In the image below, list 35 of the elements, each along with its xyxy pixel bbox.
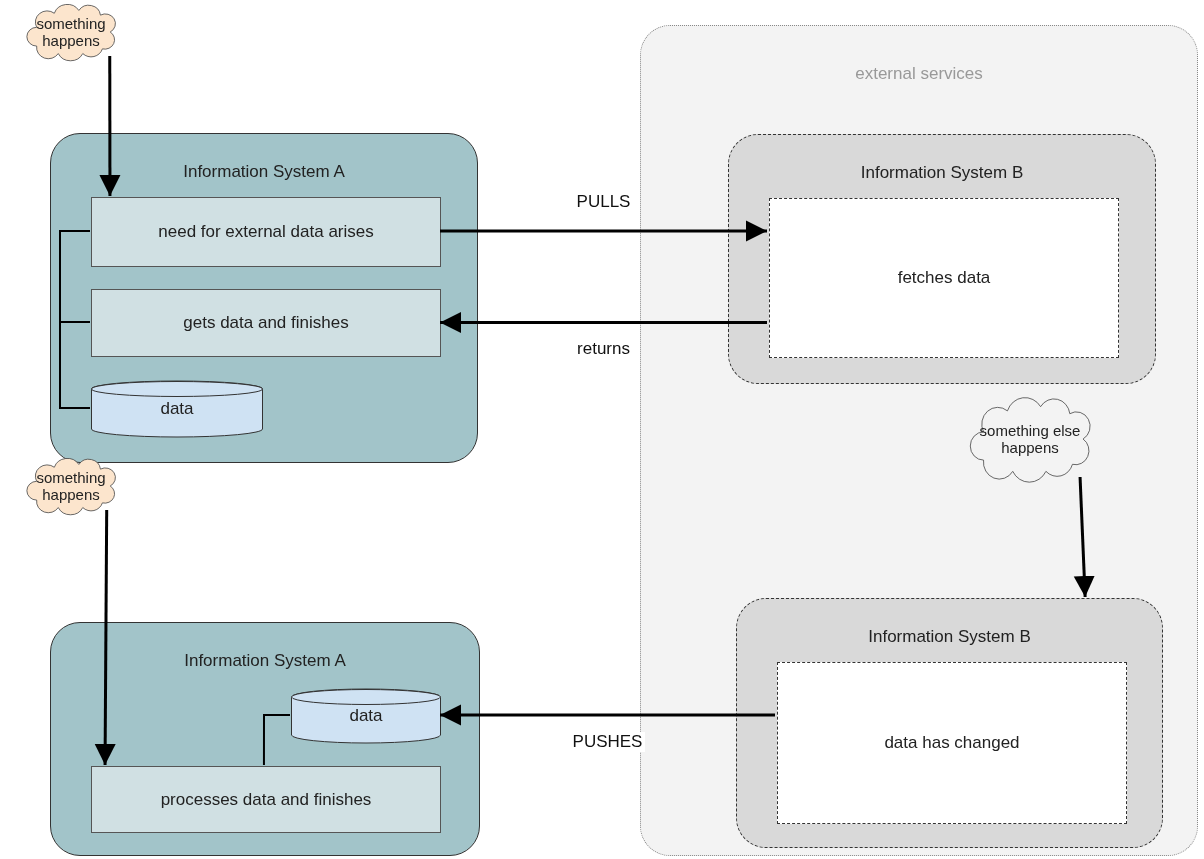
container-title: Information System A	[183, 651, 347, 671]
step-text: data	[348, 706, 384, 726]
step-text: fetches data	[896, 268, 992, 288]
process-box	[91, 197, 441, 267]
database-cylinder	[291, 689, 441, 743]
connector-line	[59, 321, 91, 409]
step-text: gets data and finishes	[182, 313, 350, 333]
system-container	[50, 133, 478, 463]
arrow	[440, 704, 775, 726]
arrow	[440, 220, 767, 242]
system-container	[50, 622, 480, 856]
process-box	[91, 766, 441, 833]
process-box	[777, 662, 1127, 824]
connector-line	[262, 714, 291, 766]
step-text: data	[159, 399, 195, 419]
step-text: need for external data arises	[157, 222, 375, 242]
arrow	[440, 311, 767, 333]
step-text: data has changed	[883, 733, 1021, 753]
event-text: something happens	[35, 14, 107, 50]
process-box	[769, 198, 1119, 358]
arrow	[99, 56, 121, 196]
container-title: Information System B	[859, 163, 1025, 183]
database-cylinder	[91, 381, 263, 437]
arrow	[1073, 476, 1095, 598]
event-text: something happens	[35, 468, 107, 504]
arrow	[94, 510, 116, 765]
step-text: processes data and finishes	[159, 789, 373, 810]
container-title: Information System A	[182, 162, 346, 182]
container-title: Information System B	[867, 627, 1032, 647]
services-area	[640, 25, 1198, 856]
container-title: external services	[854, 64, 984, 84]
event-text: something else happens	[978, 421, 1082, 457]
process-box	[91, 289, 441, 357]
system-container	[728, 134, 1156, 384]
system-container	[736, 598, 1163, 848]
